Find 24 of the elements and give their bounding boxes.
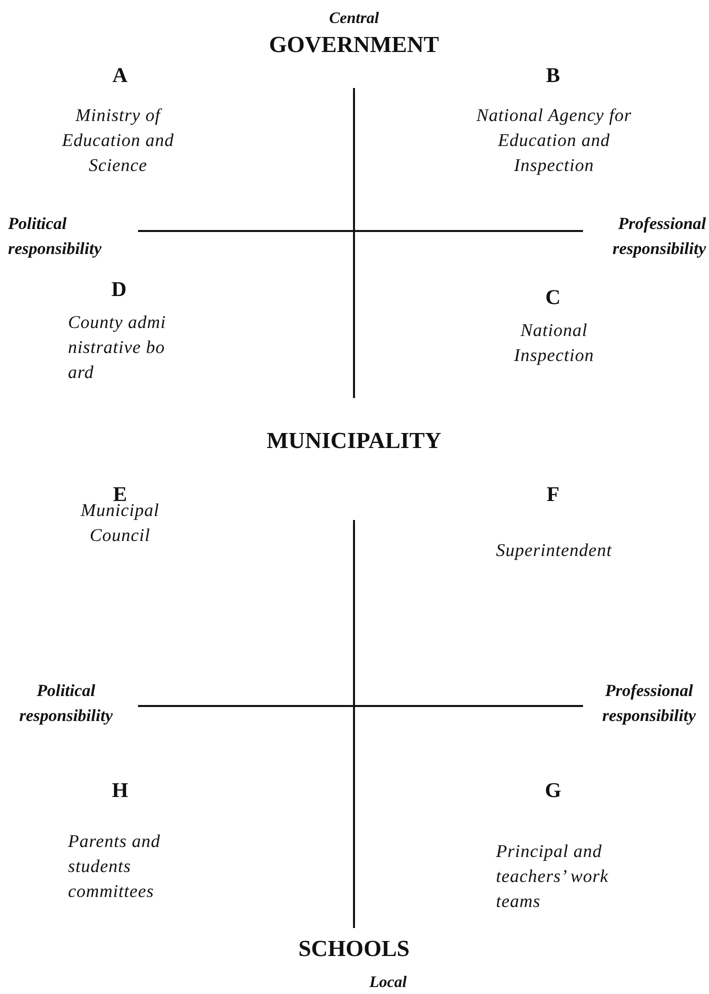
quadrant-letter: B — [544, 63, 561, 88]
quadrant-letter: H — [110, 778, 130, 803]
organization-label: County administrative board — [68, 311, 167, 384]
scale-label: Local — [368, 973, 408, 993]
organization-label: Principal and teachers’ work teams — [496, 840, 610, 913]
quadrant-letter: F — [546, 482, 560, 507]
level-heading: MUNICIPALITY — [266, 428, 442, 453]
organization-label: Municipal Council — [80, 500, 160, 547]
quadrant-letter: G — [544, 778, 562, 803]
axis-label: Political responsibility — [8, 213, 103, 260]
axis-label: Political responsibility — [18, 680, 114, 727]
organization-label: National Agency for Education and Inspection — [475, 104, 633, 177]
axis-label: Professional responsibility — [611, 213, 706, 260]
quadrant-letter: A — [111, 63, 129, 88]
organization-label: Superintendent — [495, 539, 613, 562]
organization-label: National Inspection — [513, 319, 595, 367]
level-heading: GOVERNMENT — [268, 32, 440, 57]
scale-label: Central — [328, 9, 380, 29]
organization-label: Parents and students committees — [68, 830, 162, 903]
quadrant-letter: D — [110, 277, 128, 302]
axis-label: Professional responsibility — [601, 680, 697, 727]
quadrant-letter: C — [544, 285, 562, 310]
organization-label: Ministry of Education and Science — [60, 104, 175, 177]
level-heading: SCHOOLS — [297, 936, 411, 961]
